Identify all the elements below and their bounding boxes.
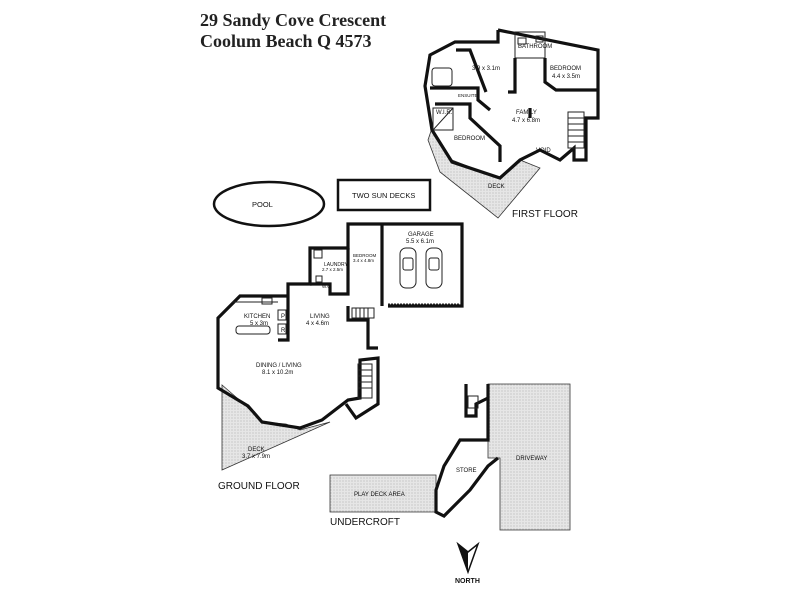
play-deck-label: PLAY DECK AREA — [354, 492, 405, 498]
driveway-area — [487, 383, 571, 531]
bathroom-outline — [514, 31, 546, 59]
undercroft-plan: STORE DRIVEWAY PLAY DECK AREA UNDERCROFT — [329, 383, 571, 531]
fridge-box — [277, 323, 287, 335]
first-floor-stairs — [567, 111, 585, 149]
property-address-suburb: Coolum Beach Q 4573 — [200, 31, 372, 51]
gf-bedroom-size: 3.4 x 4.8m — [353, 258, 374, 263]
ground-floor-deck — [221, 384, 331, 471]
wir-cabinet — [432, 107, 454, 131]
dining-size: 8.1 x 10.2m — [262, 370, 293, 376]
laundry-label: LAUNDRY — [324, 262, 348, 268]
store-wall — [434, 384, 499, 518]
living-size: 4 x 4.6m — [306, 321, 329, 327]
void-label: VOID — [536, 148, 551, 154]
first-floor-label: FIRST FLOOR — [512, 209, 578, 220]
bathroom-label: BATHROOM — [518, 44, 552, 50]
property-address-street: 29 Sandy Cove Crescent — [200, 10, 387, 30]
wir-label: W.I.R. — [436, 110, 453, 116]
driveway-label: DRIVEWAY — [516, 456, 547, 462]
sun-decks-outline — [336, 178, 432, 212]
bedroom-right-label: BEDROOM — [550, 66, 581, 72]
laundry-size: 2.7 x 2.5m — [322, 267, 343, 272]
laundry-tub — [313, 249, 323, 259]
family-size: 4.7 x 6.8m — [512, 118, 540, 124]
store-label: STORE — [456, 468, 477, 474]
ground-floor-outer-wall — [216, 294, 380, 430]
outdoor-features: POOL TWO SUN DECKS — [212, 178, 432, 228]
ground-floor-plan: GARAGE 5.5 x 6.1m BEDROOM 3.4 x 4.8m LAU… — [216, 222, 464, 492]
garage-label: GARAGE — [408, 232, 434, 238]
gf-bedroom-label: BEDROOM — [353, 253, 377, 258]
bedroom-left-label: BEDROOM — [454, 136, 485, 142]
bedroom-right-size: 4.4 x 3.5m — [552, 74, 580, 80]
kitchen-label: KITCHEN — [244, 314, 270, 320]
gf-deck-size: 3.7 x 7.9m — [242, 454, 270, 460]
kitchen-sink — [261, 297, 273, 305]
undercroft-stairs — [467, 395, 479, 409]
fridge-label: R — [281, 328, 286, 334]
pantry-label: P — [281, 314, 285, 320]
sun-decks-label: TWO SUN DECKS — [352, 191, 415, 200]
pantry-box — [277, 309, 287, 321]
pool-outline — [212, 180, 326, 228]
wc-label: W.C. — [322, 284, 332, 289]
bedroom-top-size: 3.9 x 3.1m — [472, 66, 500, 72]
kitchen-size: 5 x 3m — [250, 321, 268, 327]
north-label: NORTH — [455, 578, 480, 585]
ground-floor-label: GROUND FLOOR — [218, 481, 300, 492]
first-floor-plan: BATHROOM 3.9 x 3.1m BEDROOM 4.4 x 3.5m E… — [423, 28, 600, 220]
garage-size: 5.5 x 6.1m — [406, 239, 434, 245]
family-label: FAMILY — [516, 110, 537, 116]
kitchen-island — [235, 325, 271, 335]
pool-label: POOL — [252, 200, 273, 209]
north-arrow-icon: NORTH — [455, 541, 480, 585]
garage-car-left — [399, 247, 417, 289]
living-label: LIVING — [310, 314, 330, 320]
undercroft-label: UNDERCROFT — [330, 517, 400, 528]
wc-fixture — [315, 275, 323, 283]
ensuite-bath — [431, 67, 453, 87]
first-floor-deck-label: DECK — [488, 184, 505, 190]
ensuite-label: ENSUITE — [458, 93, 478, 98]
gf-deck-label: DECK — [248, 447, 265, 453]
ground-floor-stairs — [351, 307, 375, 399]
dining-label: DINING / LIVING — [256, 363, 302, 369]
garage-car-right — [425, 247, 443, 289]
first-floor-outer-wall — [423, 28, 600, 180]
